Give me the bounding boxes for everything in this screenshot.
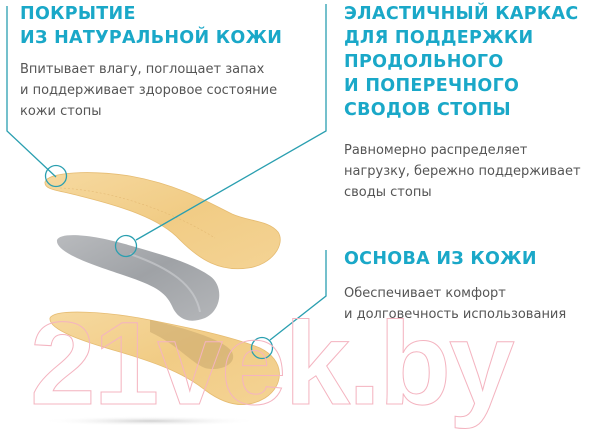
description-line: кожи стопы [20,104,102,119]
description-line: Впитывает влагу, поглощает запах [20,62,265,77]
description-line: нагрузку, бережно поддерживает [344,164,581,179]
arch-support-shadow [150,320,234,370]
title-line: СВОДОВ СТОПЫ [344,100,511,120]
marker-bottom [250,336,274,360]
description-line: Обеспечивает комфорт [344,286,506,301]
leader-line-top [6,6,57,178]
leader-line-bottom [269,250,327,341]
callout-title: ПОКРЫТИЕ ИЗ НАТУРАЛЬНОЙ КОЖИ [20,2,282,50]
leader-line-middle [135,4,327,241]
description-line: и долговечность использования [344,307,567,322]
floor-shadow [40,416,260,425]
description-line: Равномерно распределяет [344,143,528,158]
description-line: и поддерживает здоровое состояние [20,83,278,98]
callout-description: Равномерно распределяет нагрузку, бережн… [344,140,581,203]
title-line: ПРОДОЛЬНОГО [344,52,504,72]
description-line: своды стопы [344,185,432,200]
title-line: ОСНОВА ИЗ КОЖИ [344,249,537,269]
callout-title: ОСНОВА ИЗ КОЖИ [344,247,537,271]
marker-middle [114,234,138,258]
title-line: ПОКРЫТИЕ [20,4,136,24]
marker-top [44,164,68,188]
middle-frame-layer [56,235,220,321]
title-line: И ПОПЕРЕЧНОГО [344,76,520,96]
title-line: ДЛЯ ПОДДЕРЖКИ [344,28,534,48]
title-line: ИЗ НАТУРАЛЬНОЙ КОЖИ [20,28,283,48]
title-line: ЭЛАСТИЧНЫЙ КАРКАС [344,4,579,24]
top-leather-layer [44,172,281,270]
callout-description: Впитывает влагу, поглощает запах и подде… [20,59,277,122]
callout-description: Обеспечивает комфорт и долговечность исп… [344,283,566,325]
callout-title: ЭЛАСТИЧНЫЙ КАРКАС ДЛЯ ПОДДЕРЖКИ ПРОДОЛЬН… [344,2,578,122]
bottom-leather-layer [49,311,280,405]
